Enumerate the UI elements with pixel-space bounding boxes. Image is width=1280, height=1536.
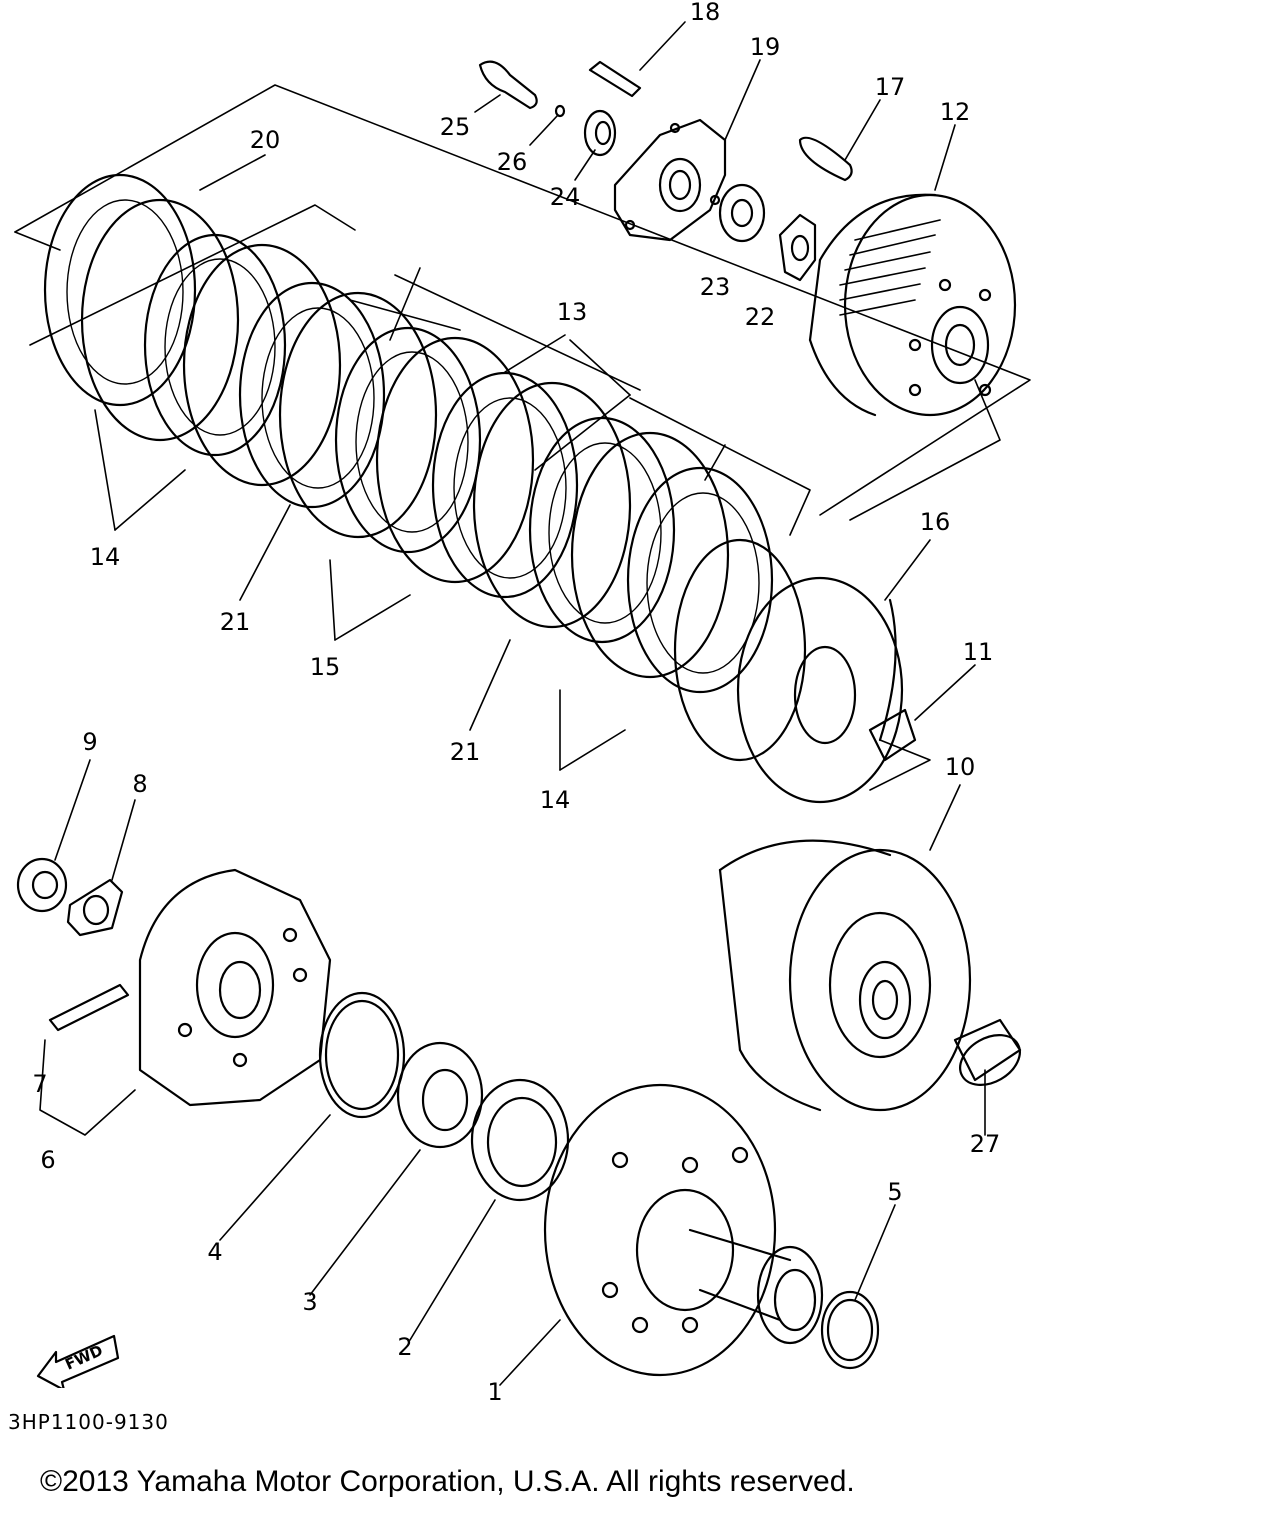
callout-17: 17	[875, 73, 906, 101]
callout-9: 9	[82, 728, 97, 756]
callout-25: 25	[440, 113, 471, 141]
callout-1: 1	[487, 1378, 502, 1406]
callout-10: 10	[945, 753, 976, 781]
callout-19: 19	[750, 33, 781, 61]
callout-15: 15	[310, 653, 341, 681]
clutch-housing-part	[718, 839, 1022, 1112]
clutch-boss-part	[808, 193, 1017, 417]
drawing-code: 3HP1100-9130	[8, 1410, 169, 1434]
pressure-disc-part	[736, 576, 917, 804]
nut-and-washer-parts	[16, 857, 124, 937]
bearing-parts	[318, 991, 570, 1202]
leader-lines	[39, 21, 986, 1386]
callout-5: 5	[887, 1178, 902, 1206]
callout-13: 13	[557, 298, 588, 326]
callout-7: 7	[32, 1070, 47, 1098]
callout-12: 12	[940, 98, 971, 126]
copyright-notice: ©2013 Yamaha Motor Corporation, U.S.A. A…	[40, 1465, 855, 1498]
callout-8: 8	[132, 770, 147, 798]
callout-20: 20	[250, 126, 281, 154]
callout-2: 2	[397, 1333, 412, 1361]
clutch-carrier-part	[543, 1083, 880, 1377]
callout-4: 4	[207, 1238, 222, 1266]
centrifugal-clutch-part	[48, 868, 332, 1107]
callout-21-upper: 21	[220, 608, 251, 636]
clutch-plate-stack	[43, 173, 807, 762]
callout-3: 3	[302, 1288, 317, 1316]
stack-bracket-lines	[14, 84, 1031, 791]
callout-21-lower: 21	[450, 738, 481, 766]
callout-26: 26	[497, 148, 528, 176]
callout-24: 24	[550, 183, 581, 211]
callout-16: 16	[920, 508, 951, 536]
callout-23: 23	[700, 273, 731, 301]
callout-14-upper: 14	[90, 543, 121, 571]
callout-14-lower: 14	[540, 786, 571, 814]
callout-22: 22	[745, 303, 776, 331]
callout-27: 27	[970, 1130, 1001, 1158]
callout-18: 18	[690, 0, 721, 26]
callout-6: 6	[40, 1146, 55, 1174]
callout-labels: 18 19 17 12 25 26 24 23 22 20 13 14 21 1…	[32, 0, 1000, 1406]
forward-arrow-icon: FWD	[34, 1318, 124, 1392]
pressure-plate-part	[478, 60, 853, 282]
callout-11: 11	[963, 638, 994, 666]
